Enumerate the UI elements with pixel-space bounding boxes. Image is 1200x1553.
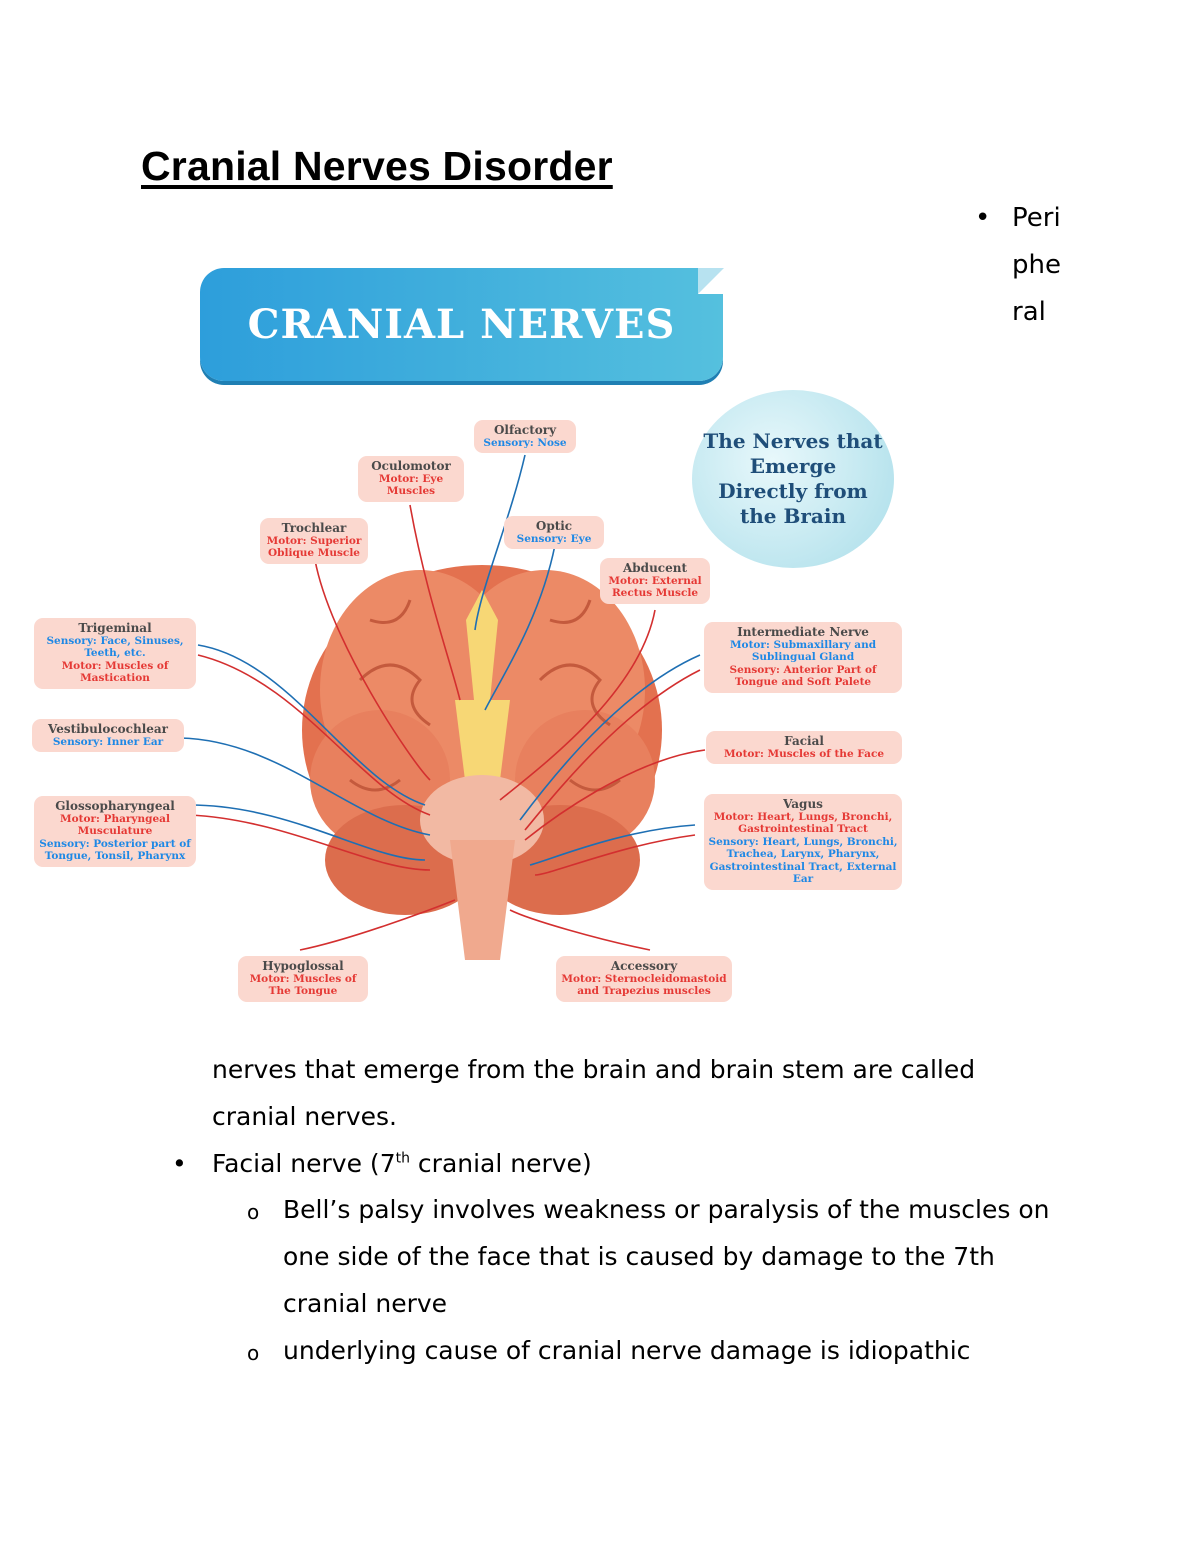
nerve-sensory: Sensory: Inner Ear — [52, 735, 164, 748]
nerve-vagus: Vagus Motor: Heart, Lungs, Bronchi, Gast… — [704, 794, 902, 890]
nerve-lines — [179, 454, 706, 951]
nerve-hypoglossal: Hypoglossal Motor: Muscles of The Tongue — [238, 956, 368, 1002]
nerve-sensory: Sensory: Posterior part of Tongue, Tonsi… — [39, 837, 191, 863]
nerve-name: Vagus — [783, 797, 823, 811]
nerve-name: Vestibulocochlear — [47, 722, 168, 736]
definition-paragraph: nerves that emerge from the brain and br… — [212, 1055, 976, 1131]
banner-fold — [698, 268, 724, 294]
sub-bullet-marker: o — [247, 1341, 260, 1365]
nerve-motor: Motor: Submaxillary and Sublingual Gland — [729, 638, 877, 664]
idiopathic-text: underlying cause of cranial nerve damage… — [283, 1336, 971, 1365]
nerve-sensory: Sensory: Anterior Part of Tongue and Sof… — [729, 663, 877, 689]
nerve-name: Accessory — [610, 959, 678, 973]
nerve-abducent: Abducent Motor: External Rectus Muscle — [600, 558, 710, 604]
nerve-optic: Optic Sensory: Eye — [504, 516, 604, 549]
info-bubble: The Nerves that Emerge Directly from the… — [692, 390, 894, 568]
side-bullet-text: Peripheral — [1012, 203, 1061, 327]
nerve-glossopharyngeal: Glossopharyngeal Motor: Pharyngeal Muscu… — [34, 796, 196, 867]
bells-palsy-text: Bell’s palsy involves weakness or paraly… — [283, 1195, 1050, 1318]
nerve-sensory: Sensory: Heart, Lungs, Bronchi, Trachea,… — [708, 835, 898, 886]
nerve-motor: Motor: Eye Muscles — [378, 472, 444, 498]
nerve-name: Trochlear — [281, 521, 347, 535]
sub-bullet-marker: o — [247, 1200, 260, 1224]
nerve-name: Olfactory — [493, 423, 557, 437]
nerve-accessory: Accessory Motor: Sternocleidomastoid and… — [556, 956, 732, 1002]
bullet-marker: • — [975, 203, 991, 233]
document-title: Cranial Nerves Disorder — [141, 143, 613, 189]
figure-banner: CRANIAL NERVES — [200, 268, 724, 381]
brainstem — [420, 590, 544, 960]
nerve-name: Glossopharyngeal — [55, 799, 175, 813]
nerve-intermediate: Intermediate Nerve Motor: Submaxillary a… — [704, 622, 902, 693]
nerve-olfactory: Olfactory Sensory: Nose — [474, 420, 576, 453]
nerve-name: Facial — [784, 734, 824, 748]
nerve-trochlear: Trochlear Motor: Superior Oblique Muscle — [260, 518, 368, 564]
nerve-facial: Facial Motor: Muscles of the Face — [706, 731, 902, 764]
nerve-name: Oculomotor — [371, 459, 451, 473]
nerve-motor: Motor: Heart, Lungs, Bronchi, Gastrointe… — [713, 810, 893, 836]
nerve-name: Hypoglossal — [262, 959, 344, 973]
nerve-name: Trigeminal — [78, 621, 152, 635]
bubble-text: The Nerves that Emerge Directly from the… — [703, 429, 883, 528]
bullet-marker: • — [172, 1149, 187, 1178]
nerve-sensory: Sensory: Face, Sinuses, Teeth, etc. — [46, 634, 184, 660]
nerve-name: Abducent — [622, 561, 688, 575]
brain-illustration — [179, 454, 706, 960]
nerve-trigeminal: Trigeminal Sensory: Face, Sinuses, Teeth… — [34, 618, 196, 689]
facial-bullet-text: Facial nerve (7 — [212, 1149, 396, 1178]
nerve-oculomotor: Oculomotor Motor: Eye Muscles — [358, 456, 464, 502]
nerve-name: Intermediate Nerve — [737, 625, 869, 639]
nerve-motor: Motor: External Rectus Muscle — [608, 574, 702, 600]
nerve-motor: Motor: Sternocleidomastoid and Trapezius… — [561, 972, 727, 998]
nerve-sensory: Sensory: Nose — [483, 436, 567, 449]
nerve-sensory: Sensory: Eye — [516, 532, 592, 545]
facial-bullet-text-end: cranial nerve) — [409, 1149, 592, 1178]
nerve-motor: Motor: Muscles of the Face — [723, 747, 885, 760]
nerve-name: Optic — [535, 519, 573, 533]
cranial-nerves-figure: CRANIAL NERVES The Nerves that Emerge Di… — [30, 260, 910, 1020]
superscript: th — [395, 1150, 410, 1167]
nerve-motor: Motor: Superior Oblique Muscle — [266, 534, 362, 560]
nerve-motor: Motor: Muscles of Mastication — [61, 659, 169, 685]
nerve-motor: Motor: Muscles of The Tongue — [249, 972, 357, 998]
banner-title: CRANIAL NERVES — [247, 301, 676, 348]
nerve-motor: Motor: Pharyngeal Musculature — [60, 812, 170, 838]
facial-nerve-bullet: Facial nerve (7th cranial nerve) — [212, 1140, 592, 1187]
nerve-vestibulocochlear: Vestibulocochlear Sensory: Inner Ear — [32, 719, 184, 752]
